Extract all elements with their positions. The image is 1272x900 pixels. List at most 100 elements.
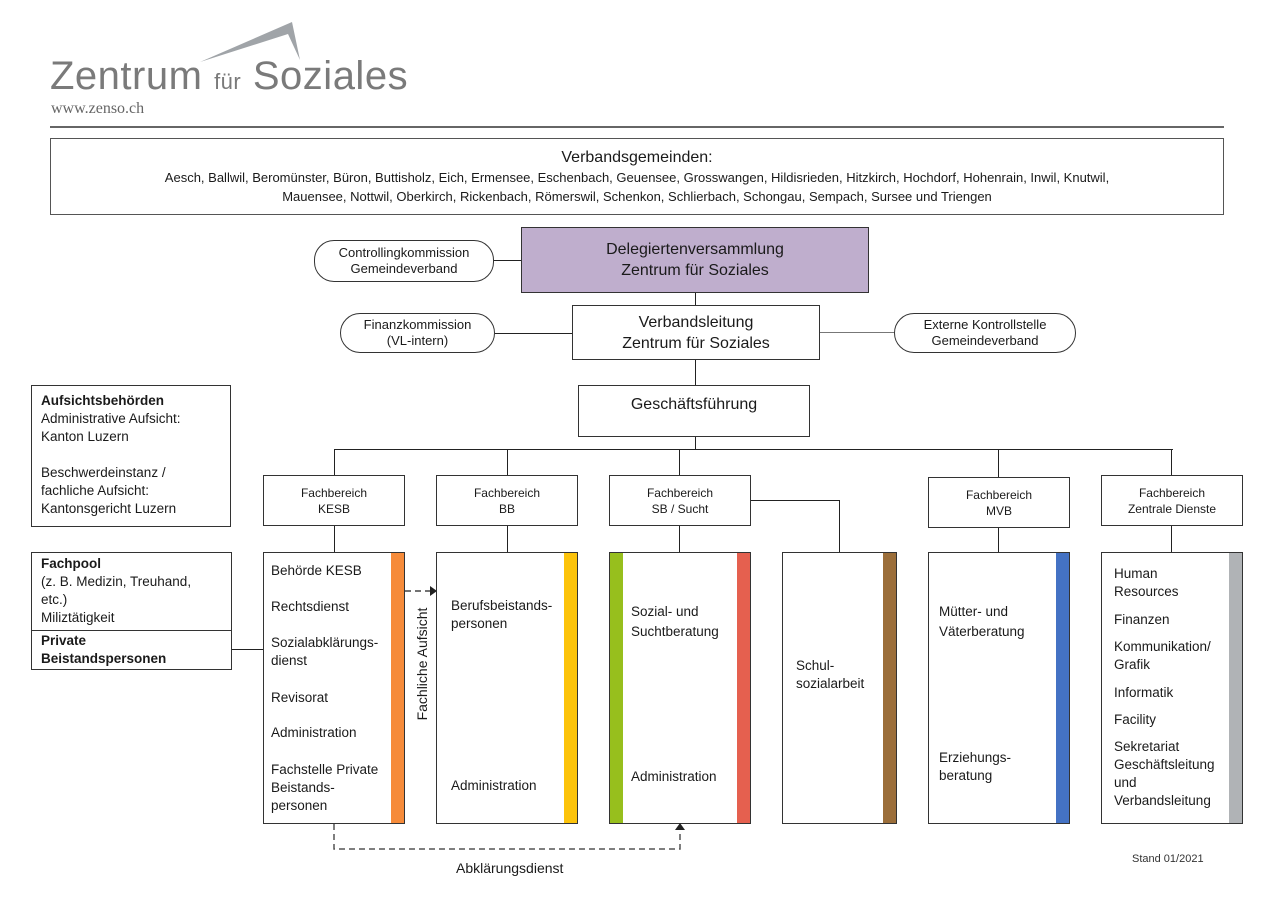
connector [679,449,680,475]
delegates-line-2: Zentrum für Soziales [621,262,769,279]
connector [494,260,521,261]
connector [507,449,508,475]
supervision-line: Administrative Aufsicht: [41,411,181,426]
unit-item: Sozial- und [631,604,699,619]
controlling-commission: Controllingkommission Gemeindeverband [314,240,494,282]
members-line-2: Mauensee, Nottwil, Oberkirch, Rickenbach… [282,188,992,204]
external-audit: Externe Kontrollstelle Gemeindeverband [894,313,1076,353]
unit-item: Kommunikation/ [1114,639,1211,654]
unit-item: Resources [1114,584,1179,599]
logo-title: Zentrum für Soziales [50,54,408,99]
connector [232,649,263,650]
logo-word-fuer: für [214,69,242,94]
unit-item: Schul- [796,658,835,673]
department-mvb: Fachbereich MVB [928,477,1070,528]
header-divider [50,126,1224,128]
spacer [41,446,221,464]
unit-item: Behörde KESB [271,563,362,578]
pool-line: (z. B. Medizin, Treuhand, [41,574,192,589]
department-label: Fachbereich [965,487,1033,502]
department-sb-sucht: Fachbereich SB / Sucht [609,475,751,526]
connector [695,360,696,385]
unit-item: Mütter- und [939,604,1009,619]
abklaerungsdienst-label: Abklärungsdienst [456,860,564,876]
department-name: BB [498,501,515,516]
connector [679,526,680,552]
department-bb: Fachbereich BB [436,475,578,526]
pool-line: etc.) [41,592,68,607]
finance-commission: Finanzkommission (VL-intern) [340,313,495,353]
department-name: Zentrale Dienste [1127,501,1217,516]
unit-item: Suchtberatung [631,624,719,639]
unit-item: beratung [939,768,993,783]
fachliche-aufsicht-label: Fachliche Aufsicht [414,607,430,721]
connector [334,449,335,475]
unit-item: Administration [631,769,717,784]
connector [1171,449,1172,475]
department-label: Fachbereich [1138,485,1206,500]
color-bar-red [737,553,750,823]
version-stamp: Stand 01/2021 [1132,853,1204,865]
department-kesb: Fachbereich KESB [263,475,405,526]
unit-item: Finanzen [1114,612,1170,627]
connector [998,528,999,552]
private-line-1: Private [41,633,87,648]
pool-title: Fachpool [41,556,101,571]
connector [334,449,1173,450]
connector [820,332,894,333]
logo-url[interactable]: www.zenso.ch [51,100,145,117]
color-bar-yellow [564,553,577,823]
supervision-line: Kanton Luzern [41,429,129,444]
supervision-title: Aufsichtsbehörden [41,393,165,408]
management-box: Geschäftsführung [578,385,810,437]
assessment-service-connector [333,823,685,850]
controlling-line-2: Gemeindeverband [350,261,458,276]
unit-item: Administration [271,725,357,740]
unit-item: Grafik [1114,657,1151,672]
logo-word-zentrum: Zentrum [50,54,203,98]
finance-line-2: (VL-intern) [386,333,449,348]
department-name: SB / Sucht [651,501,709,516]
unit-kesb: Behörde KESB Rechtsdienst Sozialabklärun… [263,552,405,824]
unit-item: Erziehungs- [939,750,1012,765]
connector [507,526,508,552]
connector [695,437,696,449]
connector [998,449,999,477]
pool-line: Miliztätigkeit [41,610,115,625]
controlling-line-1: Controllingkommission [338,245,470,260]
unit-item: Geschäftsleitung [1114,757,1215,772]
unit-item: Human [1114,566,1158,581]
expert-pool-box: Fachpool (z. B. Medizin, Treuhand, etc.)… [31,552,232,670]
logo-roof-icon [200,22,300,62]
supervision-line: Beschwerdeinstanz / [41,465,166,480]
unit-bb: Berufsbeistands- personen Administration [436,552,578,824]
color-bar-blue [1056,553,1069,823]
finance-line-1: Finanzkommission [363,317,472,332]
department-label: Fachbereich [473,485,541,500]
logo-word-soziales: Soziales [252,54,409,98]
unit-item: Informatik [1114,685,1174,700]
unit-item: Revisorat [271,690,329,705]
supervisory-authorities-box: Aufsichtsbehörden Administrative Aufsich… [31,385,231,527]
connector [751,500,840,501]
department-name: KESB [317,501,350,516]
unit-mvb: Mütter- und Väterberatung Erziehungs- be… [928,552,1070,824]
unit-item: Sozialabklärungs- [271,635,379,650]
color-bar-orange [391,553,404,823]
connector [495,333,572,334]
unit-central-services: Human Resources Finanzen Kommunikation/ … [1101,552,1243,824]
unit-school-social-work: Schul- sozialarbeit [782,552,897,824]
connector [334,526,335,552]
unit-item: Sekretariat [1114,739,1180,754]
unit-item: personen [451,616,508,631]
private-guardians: Private Beistandspersonen [32,630,231,669]
department-zentrale-dienste: Fachbereich Zentrale Dienste [1101,475,1243,526]
color-bar-brown [883,553,896,823]
unit-item: personen [271,798,328,813]
unit-item: Verbandsleitung [1114,793,1211,808]
management-label: Geschäftsführung [630,396,758,413]
member-municipalities-box: Verbandsgemeinden: Aesch, Ballwil, Berom… [50,138,1224,215]
delegates-assembly-box: Delegiertenversammlung Zentrum für Sozia… [521,227,869,293]
unit-item: Administration [451,778,537,793]
members-line-1: Aesch, Ballwil, Beromünster, Büron, Butt… [164,169,1110,185]
